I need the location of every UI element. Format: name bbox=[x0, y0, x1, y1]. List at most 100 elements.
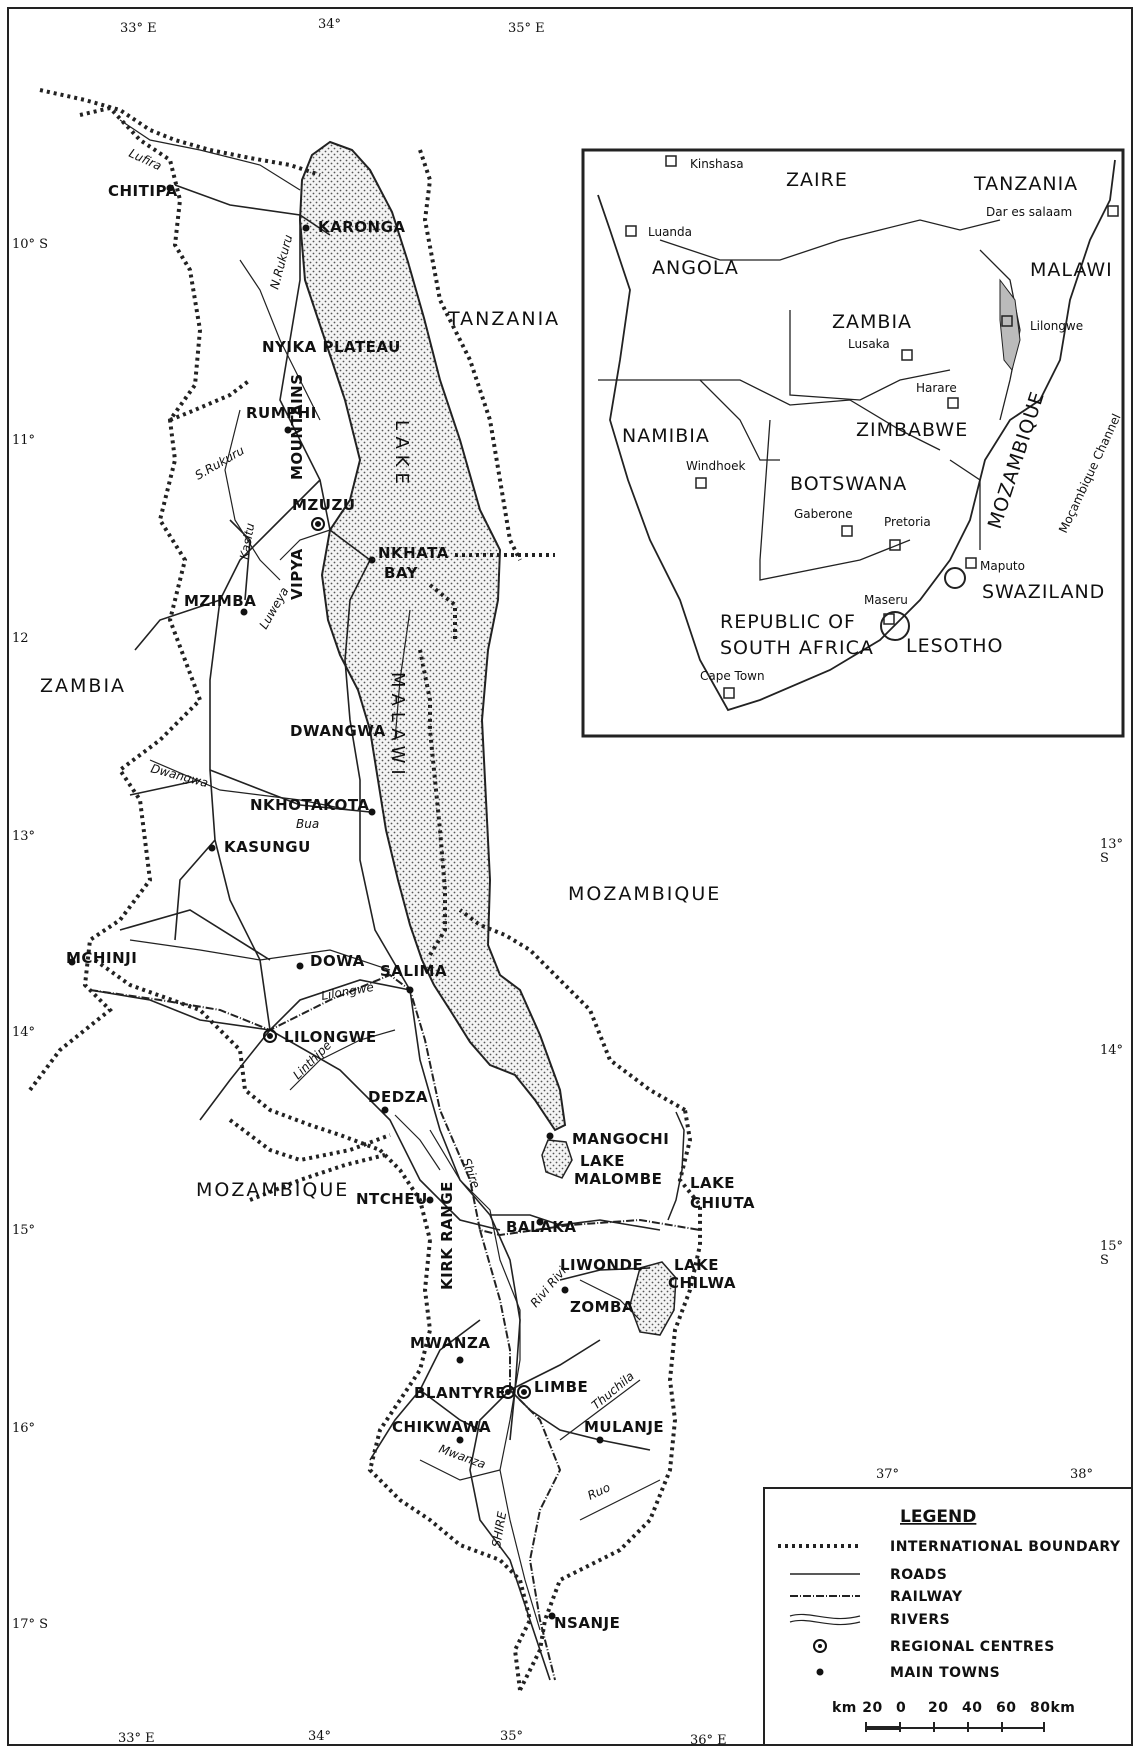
label-tanzania: TANZANIA bbox=[447, 308, 560, 330]
coord-bottom-35: 35° bbox=[500, 1729, 523, 1744]
label-south-rukuru: S.Rukuru bbox=[193, 443, 248, 483]
label-kirk-range: KIRK RANGE bbox=[438, 1181, 456, 1290]
coord-right-14: 14° bbox=[1100, 1043, 1123, 1058]
lake-chiuta bbox=[667, 1111, 685, 1221]
legend-scale-20: 20 bbox=[928, 1700, 948, 1716]
inset-label-zimbabwe: ZIMBABWE bbox=[856, 419, 968, 441]
label-lake-chilwa-1: LAKE bbox=[674, 1256, 719, 1274]
inset-city-harare: Harare bbox=[916, 381, 957, 395]
label-mozambique-west: MOZAMBIQUE bbox=[196, 1179, 349, 1201]
label-nkhotakota: NKHOTAKOTA bbox=[250, 796, 370, 814]
legend-item-roads: ROADS bbox=[890, 1567, 947, 1583]
label-luweya: Luweya bbox=[256, 585, 291, 632]
label-zambia: ZAMBIA bbox=[40, 675, 126, 697]
inset-city-capetown: Cape Town bbox=[700, 669, 765, 683]
map-frame bbox=[7, 7, 1133, 1746]
coord-top-33: 33° E bbox=[120, 21, 157, 36]
label-liwonde: LIWONDE bbox=[560, 1256, 643, 1274]
label-mwanza: MWANZA bbox=[410, 1334, 490, 1352]
coord-bottom-33: 33° E bbox=[118, 1731, 155, 1746]
legend-item-rivers: RIVERS bbox=[890, 1612, 950, 1628]
coord-left-15: 15° bbox=[12, 1223, 35, 1238]
coordinates-left: 10° S 11° 12 13° 14° 15° 16° 17° S bbox=[12, 237, 48, 1632]
label-chitipa: CHITIPA bbox=[108, 182, 178, 200]
label-lufira: Lufira bbox=[127, 146, 164, 173]
label-mwanza-river: Mwanza bbox=[437, 1442, 488, 1472]
coord-bottom-36: 36° E bbox=[690, 1733, 727, 1748]
inset-label-lesotho: LESOTHO bbox=[906, 635, 1003, 657]
label-kasungu: KASUNGU bbox=[224, 838, 311, 856]
inset-city-dar: Dar es salaam bbox=[986, 205, 1072, 219]
coord-left-14: 14° bbox=[12, 1025, 35, 1040]
coord-right-13: 13°S bbox=[1100, 837, 1123, 866]
label-zomba: ZOMBA bbox=[570, 1298, 634, 1316]
label-thuchila: Thuchila bbox=[589, 1369, 637, 1412]
coordinates-bottom: 33° E 34° 35° 36° E bbox=[118, 1729, 727, 1748]
legend-title: LEGEND bbox=[900, 1507, 976, 1527]
label-lake-chilwa-2: CHILWA bbox=[668, 1274, 736, 1292]
label-mozambique-east: MOZAMBIQUE bbox=[568, 883, 721, 905]
coord-left-13: 13° bbox=[12, 829, 35, 844]
label-mangochi: MANGOCHI bbox=[572, 1130, 669, 1148]
coord-top-35: 35° E bbox=[508, 21, 545, 36]
legend-coord-38: 38° bbox=[1070, 1467, 1093, 1482]
inset-city-maseru: Maseru bbox=[864, 593, 908, 607]
label-mzimba: MZIMBA bbox=[184, 592, 256, 610]
inset-city-gaberone: Gaberone bbox=[794, 507, 853, 521]
inset-map: ZAIRE TANZANIA ANGOLA MALAWI ZAMBIA NAMI… bbox=[581, 148, 1125, 738]
label-mountains: MOUNTAINS bbox=[288, 373, 306, 480]
label-lake: LAKE bbox=[391, 420, 412, 490]
inset-city-kinshasa: Kinshasa bbox=[690, 157, 744, 171]
label-nyika: NYIKA PLATEAU bbox=[262, 338, 401, 356]
label-lilongwe-river: Lilongwe bbox=[320, 980, 375, 1003]
legend-coord-37: 37° bbox=[876, 1467, 899, 1482]
inset-label-malawi: MALAWI bbox=[1030, 259, 1113, 281]
label-lake-chiuta-1: LAKE bbox=[690, 1174, 735, 1192]
coord-left-10: 10° S bbox=[12, 237, 48, 252]
label-kasitu: Kasitu bbox=[237, 522, 257, 561]
international-boundary bbox=[28, 88, 702, 1691]
main-towns bbox=[68, 184, 604, 1620]
label-rumphi: RUMPHI bbox=[246, 404, 317, 422]
label-mchinji: MCHINJI bbox=[66, 949, 137, 967]
coordinates-right: 13°S 14° 15°S bbox=[1100, 837, 1123, 1268]
legend-item-regional: REGIONAL CENTRES bbox=[890, 1639, 1055, 1655]
inset-label-swaziland: SWAZILAND bbox=[982, 581, 1105, 603]
inset-label-rsa-1: REPUBLIC OF bbox=[720, 611, 856, 633]
legend-item-railway: RAILWAY bbox=[890, 1589, 963, 1605]
inset-city-pretoria: Pretoria bbox=[884, 515, 931, 529]
label-rivi: Rivi Rivi bbox=[528, 1264, 570, 1310]
label-lake-chiuta-2: CHIUTA bbox=[690, 1194, 755, 1212]
legend-scale-0: 0 bbox=[896, 1700, 906, 1716]
lake-chilwa bbox=[629, 1261, 677, 1336]
lake-malombe bbox=[541, 1139, 573, 1179]
label-lilongwe: LILONGWE bbox=[284, 1028, 377, 1046]
label-nsanje: NSANJE bbox=[554, 1614, 620, 1632]
label-dwangwa-river: Dwangwa bbox=[149, 761, 209, 790]
coordinates-top: 33° E 34° 35° E bbox=[120, 17, 545, 36]
rivers bbox=[119, 119, 661, 1631]
coord-left-16: 16° bbox=[12, 1421, 35, 1436]
coord-left-12: 12 bbox=[12, 631, 29, 646]
legend-scale-80: 80km bbox=[1030, 1700, 1075, 1716]
label-limbe: LIMBE bbox=[534, 1378, 588, 1396]
legend-item-boundary: INTERNATIONAL BOUNDARY bbox=[890, 1539, 1121, 1555]
place-labels: CHITIPA KARONGA NYIKA PLATEAU RUMPHI MOU… bbox=[66, 182, 755, 1632]
label-shire-upper: Shire bbox=[459, 1156, 483, 1190]
coord-right-15: 15°S bbox=[1100, 1239, 1123, 1268]
coord-top-34: 34° bbox=[318, 17, 341, 32]
railway bbox=[89, 973, 701, 1681]
label-lake-malombe-2: MALOMBE bbox=[574, 1170, 662, 1188]
coord-left-11: 11° bbox=[12, 433, 35, 448]
label-ntcheu: NTCHEU bbox=[356, 1190, 428, 1208]
label-karonga: KARONGA bbox=[318, 218, 406, 236]
label-vipya: VIPYA bbox=[288, 548, 306, 600]
inset-label-tanzania: TANZANIA bbox=[973, 173, 1078, 195]
label-dwangwa: DWANGWA bbox=[290, 722, 386, 740]
lake-malawi bbox=[298, 140, 567, 1132]
inset-city-maputo: Maputo bbox=[980, 559, 1025, 573]
inset-city-lilongwe: Lilongwe bbox=[1030, 319, 1083, 333]
label-lake-malombe-1: LAKE bbox=[580, 1152, 625, 1170]
label-shire-lower: SHIRE bbox=[489, 1510, 509, 1548]
